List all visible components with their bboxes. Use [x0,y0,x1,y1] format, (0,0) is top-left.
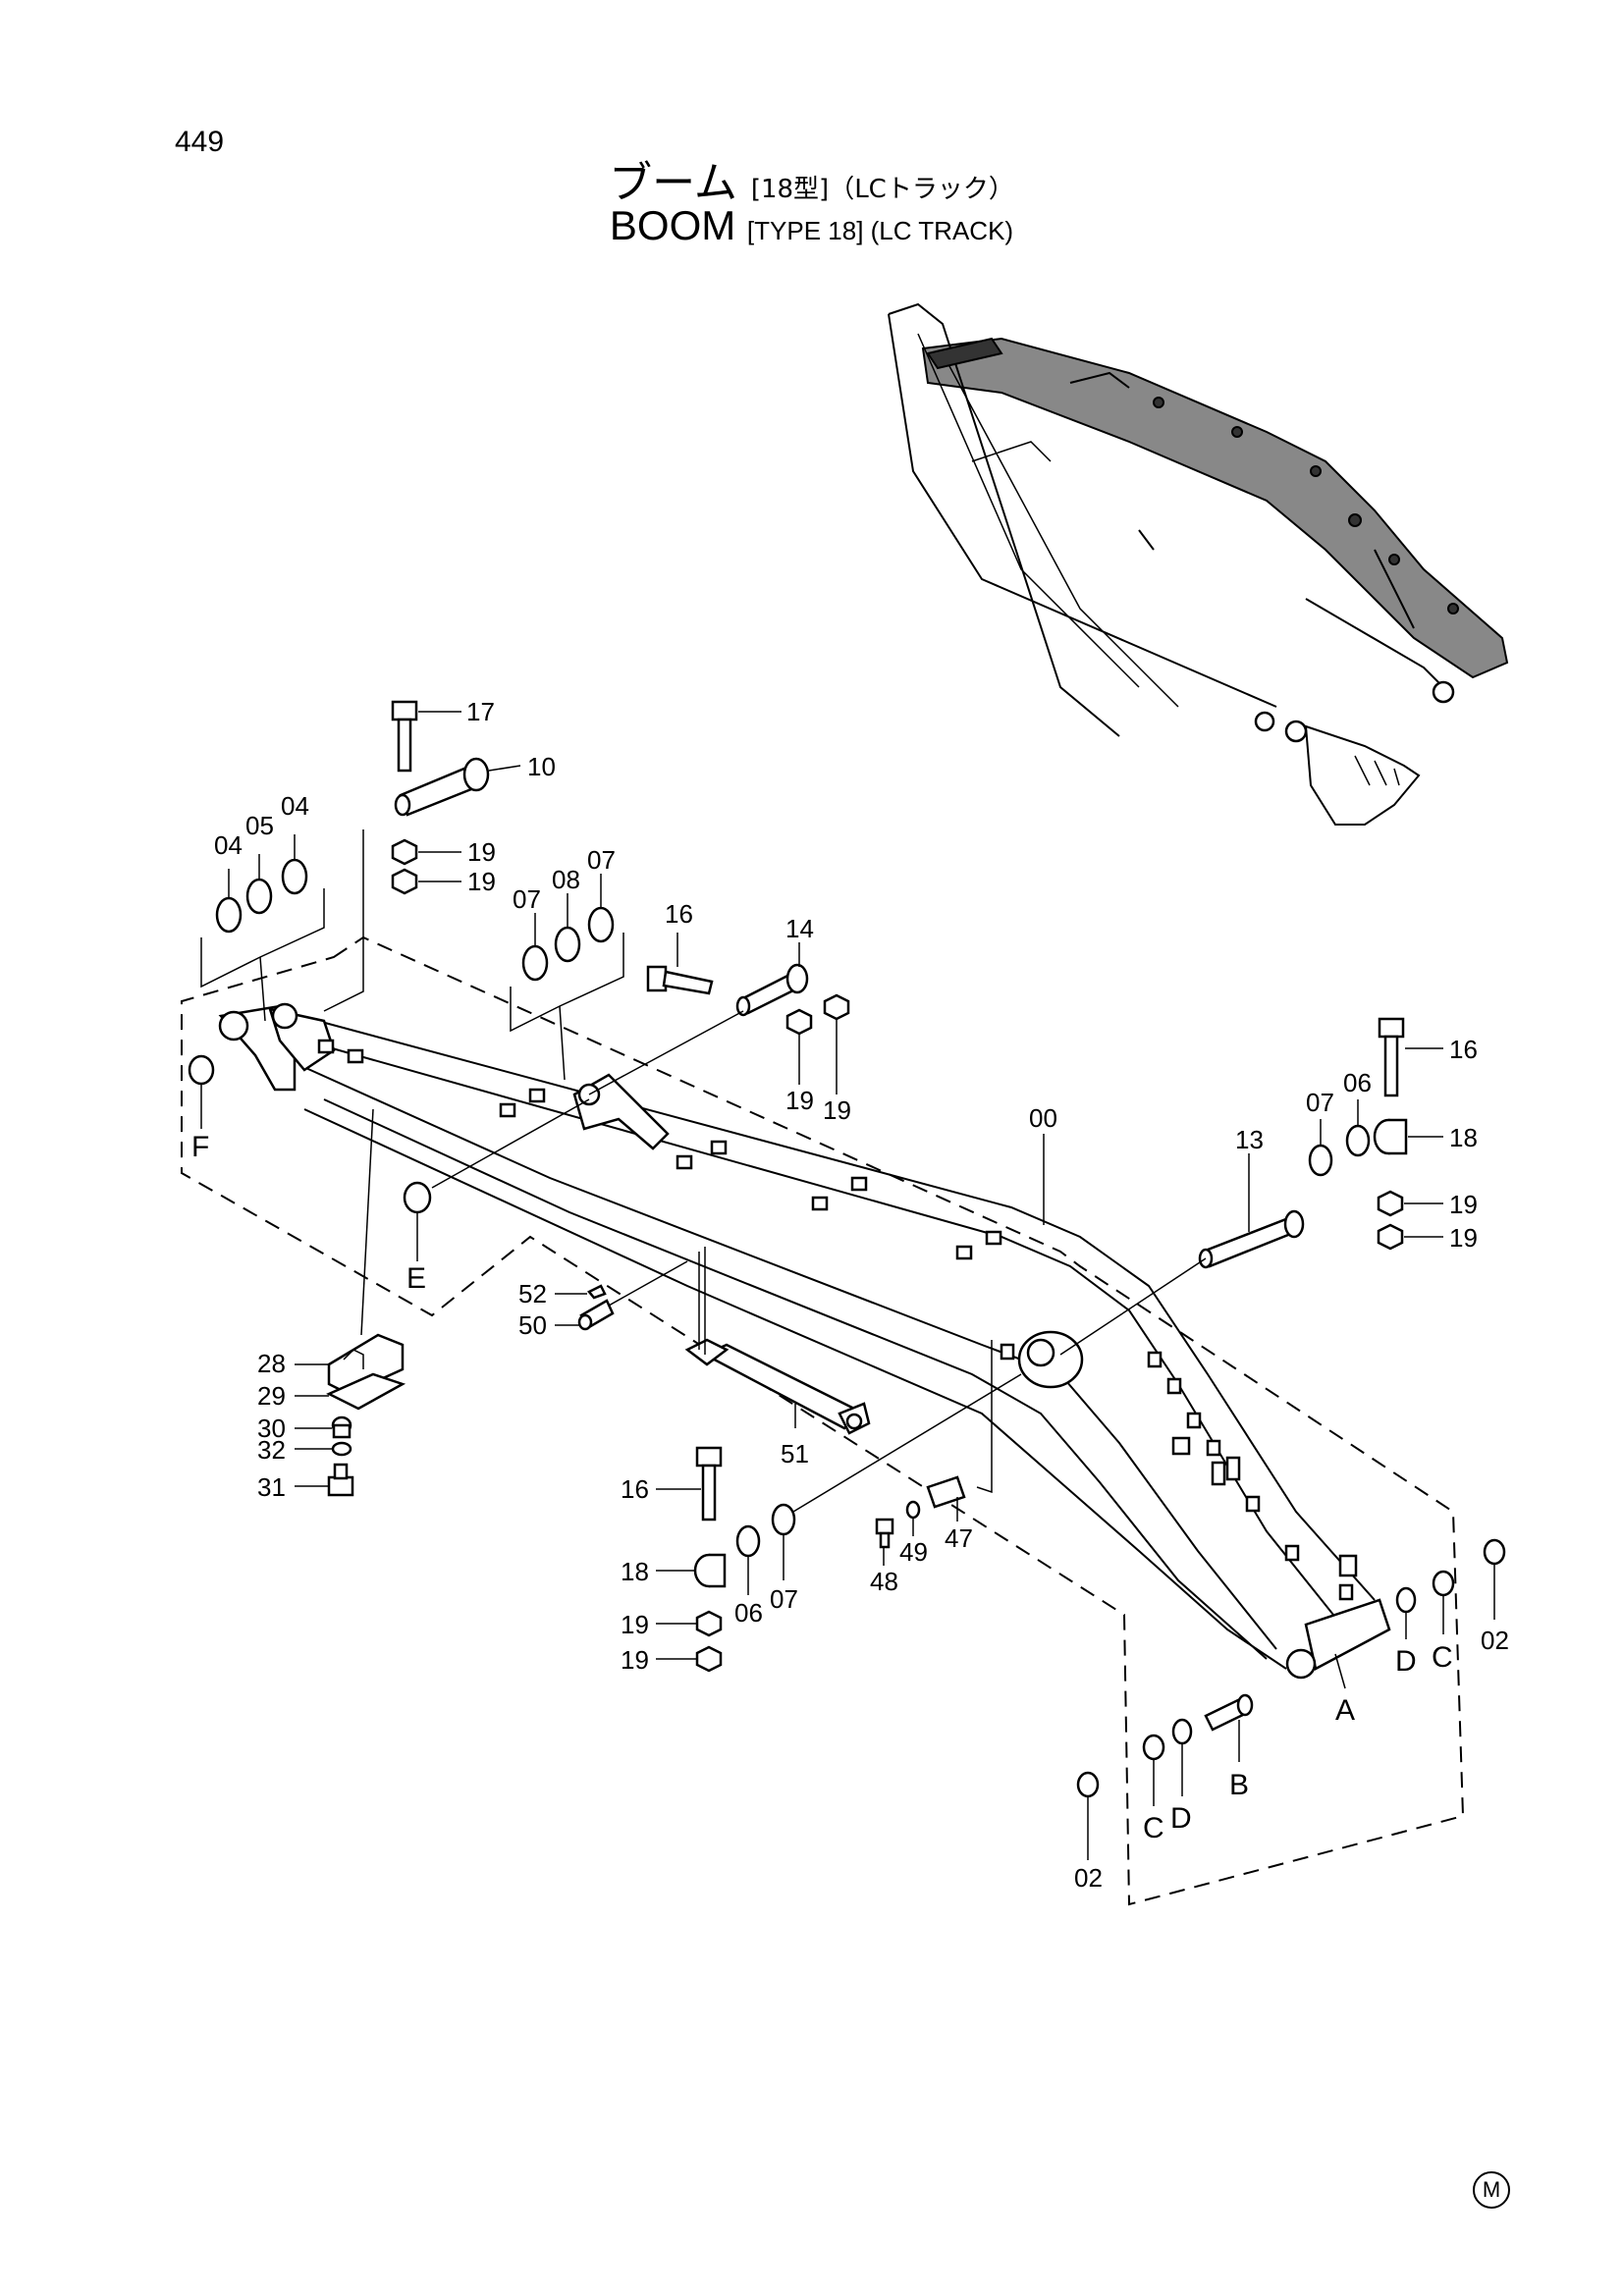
callout-A: A [1335,1694,1355,1727]
callout-02-upper: 02 [1481,1626,1509,1655]
bushing-F [188,1054,215,1129]
title-jp-sub: [18型]（LCトラック） [750,175,1014,204]
callout-06-b: 06 [734,1598,763,1628]
nuts-19-middle [785,993,850,1095]
title-japanese: ブーム [18型]（LCトラック） [0,147,1623,210]
callout-13: 13 [1235,1125,1264,1154]
bolt-16-lower [656,1446,723,1522]
callout-19-f: 19 [1449,1223,1478,1253]
title-jp-main: ブーム [609,158,737,208]
callout-47: 47 [945,1523,973,1553]
nuts-19-top [323,829,461,1012]
callout-D-lower: D [1170,1802,1192,1835]
title-en-sub: [TYPE 18] (LC TRACK) [746,216,1014,245]
callout-00: 00 [1029,1103,1057,1133]
callout-07-d: 07 [770,1584,798,1614]
callout-B: B [1229,1769,1249,1801]
callout-04-b: 04 [281,791,309,821]
callout-10: 10 [527,752,556,781]
bolt-16-upper [646,933,714,995]
parts-47-48-49 [875,1340,993,1566]
cylinder-51 [684,1247,871,1435]
parts-50-52 [555,1260,688,1331]
callout-28: 28 [257,1349,286,1378]
page-number: 449 [175,126,225,158]
callout-C-upper: C [1432,1641,1453,1674]
bushing-18-right [1373,1118,1443,1155]
callout-19-g: 19 [621,1610,649,1639]
callout-07-c: 07 [1306,1088,1334,1117]
nuts-19-right [1377,1190,1443,1251]
bushing-18-lower [656,1553,727,1588]
callout-48: 48 [870,1567,898,1596]
title-en-main: BOOM [609,202,736,248]
washers-07-08 [510,874,624,1081]
callout-30: 30 [257,1414,286,1443]
callout-49: 49 [899,1537,928,1567]
callout-50: 50 [518,1310,547,1340]
boom-structure [218,1002,1391,1680]
callout-19-d: 19 [823,1095,851,1125]
pin-10 [394,757,521,817]
callout-C-lower: C [1143,1812,1164,1844]
washers-06-07-right [1308,1099,1371,1177]
callout-19-h: 19 [621,1645,649,1675]
callout-02-lower: 02 [1074,1863,1103,1893]
callout-19-a: 19 [467,837,496,867]
nuts-19-lower [656,1610,723,1673]
pin-13 [1059,1153,1305,1356]
excavator-overview-illustration [888,302,1509,826]
washers-06-07-lower [735,1373,1022,1595]
callout-31: 31 [257,1472,286,1502]
callout-51: 51 [781,1439,809,1468]
bushing-E [403,1098,590,1261]
callout-32: 32 [257,1435,286,1465]
callout-05: 05 [245,811,274,840]
callout-04-a: 04 [214,830,243,860]
bolt-16-right [1378,1017,1443,1097]
bracket-28-32 [295,1108,406,1497]
callout-17: 17 [466,697,495,726]
callout-19-e: 19 [1449,1190,1478,1219]
callout-29: 29 [257,1381,286,1411]
bolt-17 [391,700,461,773]
washers-04-05 [200,834,325,1022]
callout-16-lower: 16 [621,1474,649,1504]
corner-mark: M [1473,2171,1510,2209]
callout-E: E [406,1262,426,1295]
assembly-boundary [181,935,1465,1906]
title-english: BOOM [TYPE 18] (LC TRACK) [0,202,1623,249]
pin-14 [588,942,809,1095]
tip-parts [1076,1538,1506,1860]
callout-08: 08 [552,865,580,894]
mounting-tabs [317,1039,1358,1601]
callout-06-a: 06 [1343,1068,1372,1097]
callout-07-b: 07 [587,845,616,875]
callout-18-lower: 18 [621,1557,649,1586]
callout-19-c: 19 [785,1086,814,1115]
callout-F: F [191,1131,209,1163]
callout-19-b: 19 [467,867,496,896]
callout-16-right: 16 [1449,1035,1478,1064]
callout-52: 52 [518,1279,547,1308]
callout-18-right: 18 [1449,1123,1478,1152]
callout-labels: 17 10 19 19 04 05 04 07 08 07 16 14 19 1… [191,697,1509,1893]
callout-14: 14 [785,914,814,943]
callout-16-upper: 16 [665,899,693,929]
callout-D-upper: D [1395,1645,1417,1678]
callout-07-a: 07 [513,884,541,914]
